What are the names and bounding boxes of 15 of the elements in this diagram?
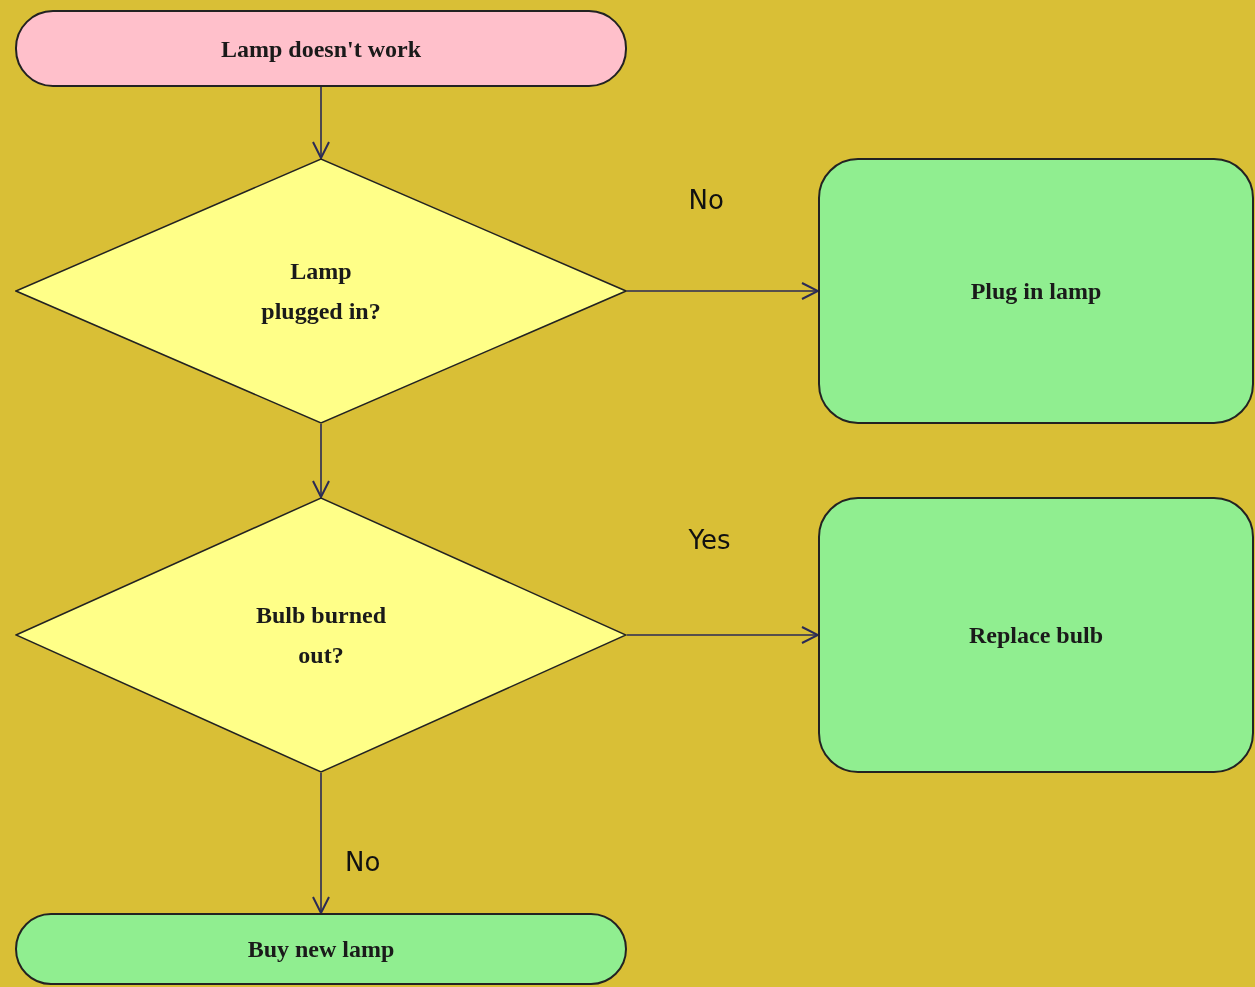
- process-box: [818, 497, 1254, 773]
- node-label: Lamp plugged in?: [260, 257, 382, 326]
- node-label: Lamp doesn't work: [221, 34, 421, 64]
- node-label: Replace bulb: [969, 621, 1103, 650]
- process-box: [818, 158, 1254, 424]
- node-label: Bulb burned out?: [254, 601, 388, 670]
- node-label: Buy new lamp: [247, 935, 395, 964]
- arrow: [312, 86, 330, 159]
- arrow: [626, 626, 819, 644]
- decision-diamond: [15, 158, 627, 424]
- node-label: Plug in lamp: [970, 277, 1102, 306]
- arrow: [312, 423, 330, 498]
- arrow: [626, 282, 819, 300]
- decision-diamond: [15, 497, 627, 773]
- arrow: [312, 772, 330, 914]
